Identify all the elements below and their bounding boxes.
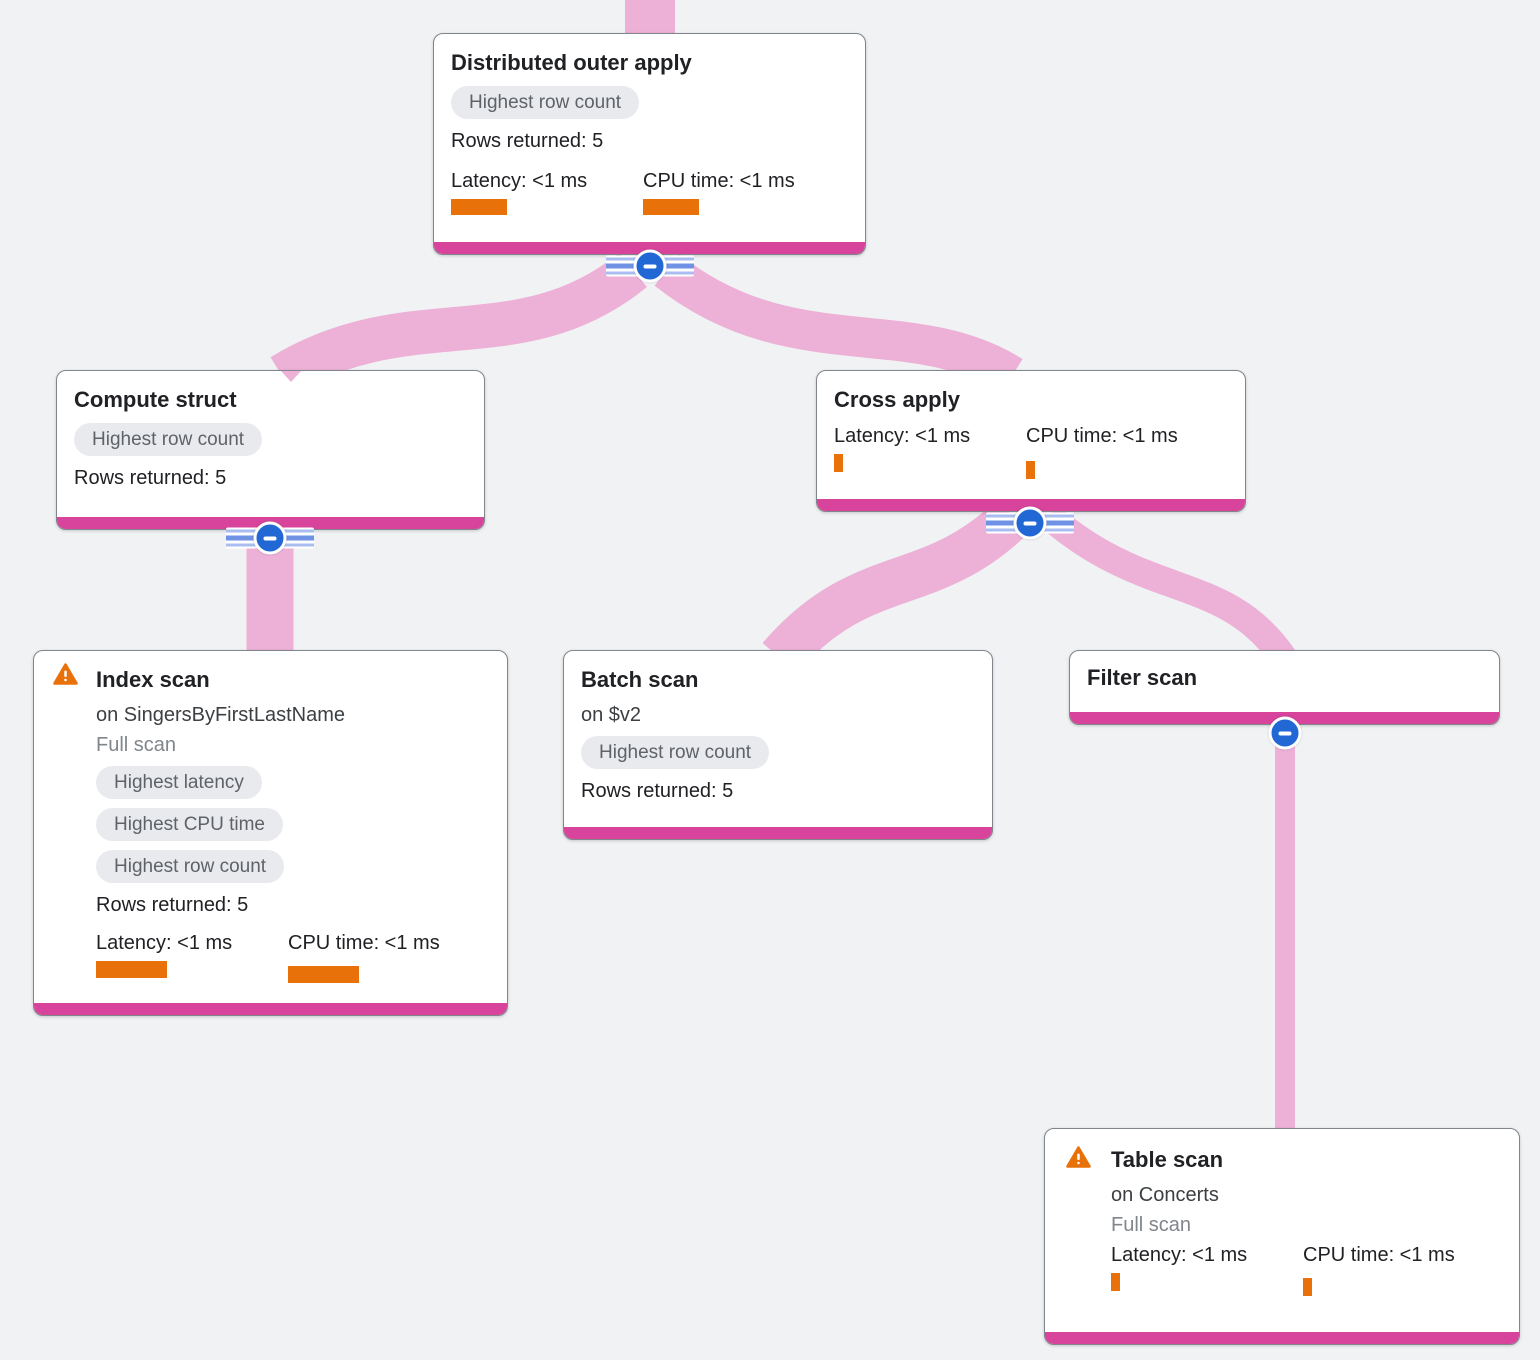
edge-root-to-cross-apply xyxy=(654,254,1023,394)
badge-highest-row-count: Highest row count xyxy=(96,850,285,883)
node-cross-apply[interactable]: Cross apply Latency: <1 ms CPU time: <1 … xyxy=(816,370,1246,512)
node-accent-bar xyxy=(34,1003,507,1015)
node-filter-scan[interactable]: Filter scan xyxy=(1069,650,1500,725)
node-accent-bar xyxy=(817,499,1245,511)
node-batch-scan[interactable]: Batch scan on $v2 Highest row count Rows… xyxy=(563,650,993,840)
node-title: Batch scan xyxy=(581,667,699,692)
latency-label: Latency: <1 ms xyxy=(96,932,233,954)
node-index-scan[interactable]: Index scan on SingersByFirstLastName Ful… xyxy=(33,650,508,1016)
badge-highest-row-count: Highest row count xyxy=(581,736,770,769)
rows-returned: Rows returned: 5 xyxy=(96,894,249,916)
cpu-time-label: CPU time: <1 ms xyxy=(1303,1244,1455,1266)
cpu-time-label: CPU time: <1 ms xyxy=(1026,425,1178,447)
latency-bar xyxy=(451,199,507,215)
collapse-minus-icon xyxy=(633,249,667,283)
node-target: on $v2 xyxy=(581,704,642,726)
node-distributed-outer-apply[interactable]: Distributed outer apply Highest row coun… xyxy=(433,33,866,255)
node-table-scan[interactable]: Table scan on Concerts Full scan Latency… xyxy=(1044,1128,1520,1345)
latency-bar xyxy=(96,961,167,978)
latency-bar xyxy=(1111,1273,1120,1291)
badge-highest-cpu-time: Highest CPU time xyxy=(96,808,283,841)
edge-arrow-notch xyxy=(281,371,301,382)
node-title: Filter scan xyxy=(1087,665,1198,690)
scan-type: Full scan xyxy=(96,734,177,756)
edge-cross-apply-to-filter-scan xyxy=(1039,505,1297,669)
warning-icon xyxy=(1066,1146,1091,1168)
latency-label: Latency: <1 ms xyxy=(834,425,971,447)
node-target: on SingersByFirstLastName xyxy=(96,704,345,726)
node-compute-struct[interactable]: Compute struct Highest row count Rows re… xyxy=(56,370,485,530)
warning-icon xyxy=(53,663,78,685)
badge-highest-row-count: Highest row count xyxy=(74,423,263,456)
node-title: Compute struct xyxy=(74,387,237,412)
latency-label: Latency: <1 ms xyxy=(1111,1244,1248,1266)
badge-highest-row-count: Highest row count xyxy=(451,86,640,119)
cpu-time-bar xyxy=(1026,461,1035,479)
node-target: on Concerts xyxy=(1111,1184,1219,1206)
cpu-time-label: CPU time: <1 ms xyxy=(643,170,795,192)
node-title: Table scan xyxy=(1111,1147,1224,1172)
node-title: Distributed outer apply xyxy=(451,50,692,75)
edge-cross-apply-to-batch-scan xyxy=(762,499,1030,674)
badge-highest-latency: Highest latency xyxy=(96,766,262,799)
cpu-time-label: CPU time: <1 ms xyxy=(288,932,440,954)
rows-returned: Rows returned: 5 xyxy=(74,467,227,489)
node-accent-bar xyxy=(564,827,992,839)
cpu-time-bar xyxy=(288,966,359,983)
node-accent-bar xyxy=(1045,1332,1519,1344)
node-accent-bar xyxy=(434,242,865,254)
node-title: Cross apply xyxy=(834,387,960,412)
rows-returned: Rows returned: 5 xyxy=(451,130,604,152)
edge-root-to-compute-struct xyxy=(270,252,647,395)
scan-type: Full scan xyxy=(1111,1214,1192,1236)
rows-returned: Rows returned: 5 xyxy=(581,780,734,802)
cpu-time-bar xyxy=(1303,1278,1312,1296)
cpu-time-bar xyxy=(643,199,699,215)
latency-bar xyxy=(834,454,843,472)
collapse-minus-icon xyxy=(253,521,287,555)
collapse-minus-icon xyxy=(1268,716,1302,750)
collapse-minus-icon xyxy=(1013,506,1047,540)
node-title: Index scan xyxy=(96,667,210,692)
latency-label: Latency: <1 ms xyxy=(451,170,588,192)
